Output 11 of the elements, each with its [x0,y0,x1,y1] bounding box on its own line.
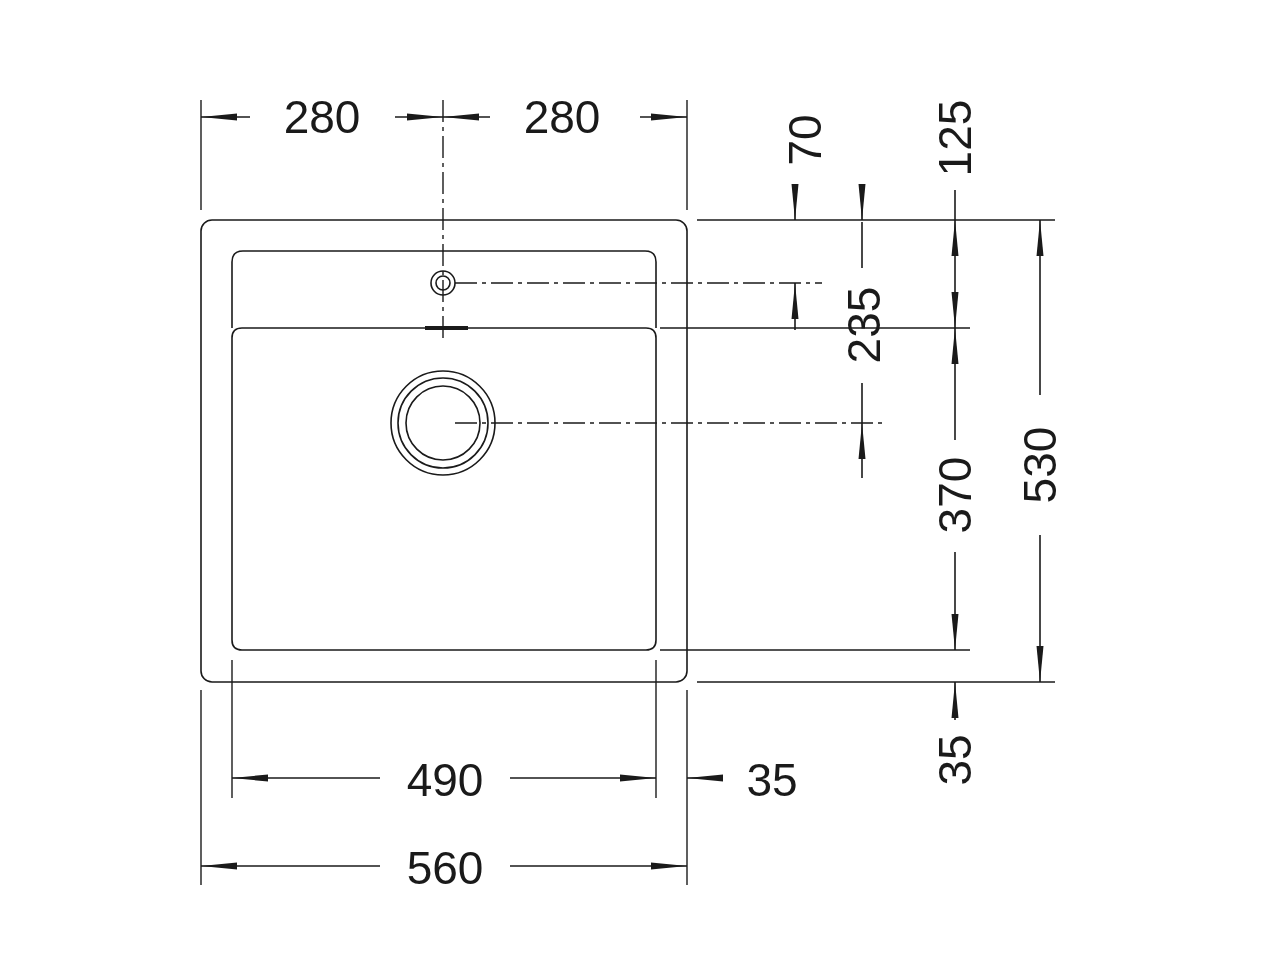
dimension-label: 530 [1017,426,1063,504]
dimension-label: 560 [406,845,484,891]
dimension-label: 35 [746,757,798,803]
dimension-label: 490 [406,757,484,803]
dimension-label: 125 [932,99,978,177]
dimension-label: 235 [841,286,887,364]
dimension-label: 70 [782,114,828,166]
dimension-label: 370 [932,456,978,534]
dimension-label: 280 [523,94,601,140]
dimension-label: 35 [932,734,978,786]
dimension-label: 280 [283,94,361,140]
